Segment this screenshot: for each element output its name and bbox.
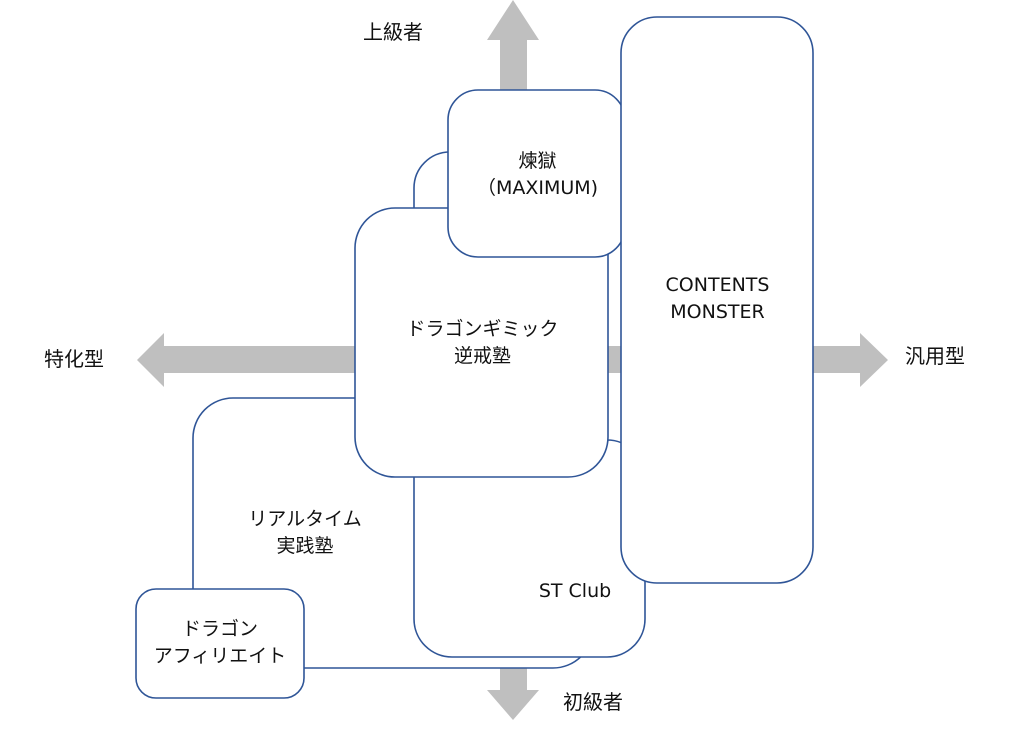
realtime-label-line1: リアルタイム bbox=[248, 508, 362, 530]
stclub-label: ST Club bbox=[520, 578, 630, 605]
dragon-affiliate-label: ドラゴン アフィリエイト bbox=[140, 616, 300, 670]
dragon-gimmick-label-line2: 逆戒塾 bbox=[453, 345, 511, 367]
realtime-label-line2: 実践塾 bbox=[276, 535, 334, 557]
realtime-label: リアルタイム 実践塾 bbox=[230, 506, 380, 560]
axis-label-right: 汎用型 bbox=[905, 344, 965, 368]
dragon-gimmick-label-line1: ドラゴンギミック bbox=[406, 318, 559, 340]
contents-monster-label: CONTENTS MONSTER bbox=[625, 272, 810, 326]
axis-label-up: 上級者 bbox=[363, 20, 423, 44]
dragon-affiliate-box[interactable] bbox=[135, 588, 305, 699]
contents-monster-label-line2: MONSTER bbox=[670, 301, 765, 323]
dragon-affiliate-label-line1: ドラゴン bbox=[181, 618, 258, 640]
arrow-up-icon bbox=[487, 0, 539, 95]
rengoku-label-line2: （MAXIMUM) bbox=[476, 177, 599, 199]
contents-monster-box[interactable] bbox=[620, 16, 814, 584]
axis-label-down: 初級者 bbox=[563, 690, 623, 714]
stclub-label-line1: ST Club bbox=[538, 580, 612, 602]
contents-monster-label-line1: CONTENTS bbox=[665, 274, 770, 296]
axis-label-left: 特化型 bbox=[44, 347, 104, 371]
rengoku-label-line1: 煉獄 bbox=[518, 150, 557, 172]
rengoku-label: 煉獄 （MAXIMUM) bbox=[455, 148, 620, 202]
arrow-left-icon bbox=[137, 333, 360, 387]
dragon-affiliate-label-line2: アフィリエイト bbox=[153, 645, 287, 667]
dragon-gimmick-label: ドラゴンギミック 逆戒塾 bbox=[370, 316, 595, 370]
